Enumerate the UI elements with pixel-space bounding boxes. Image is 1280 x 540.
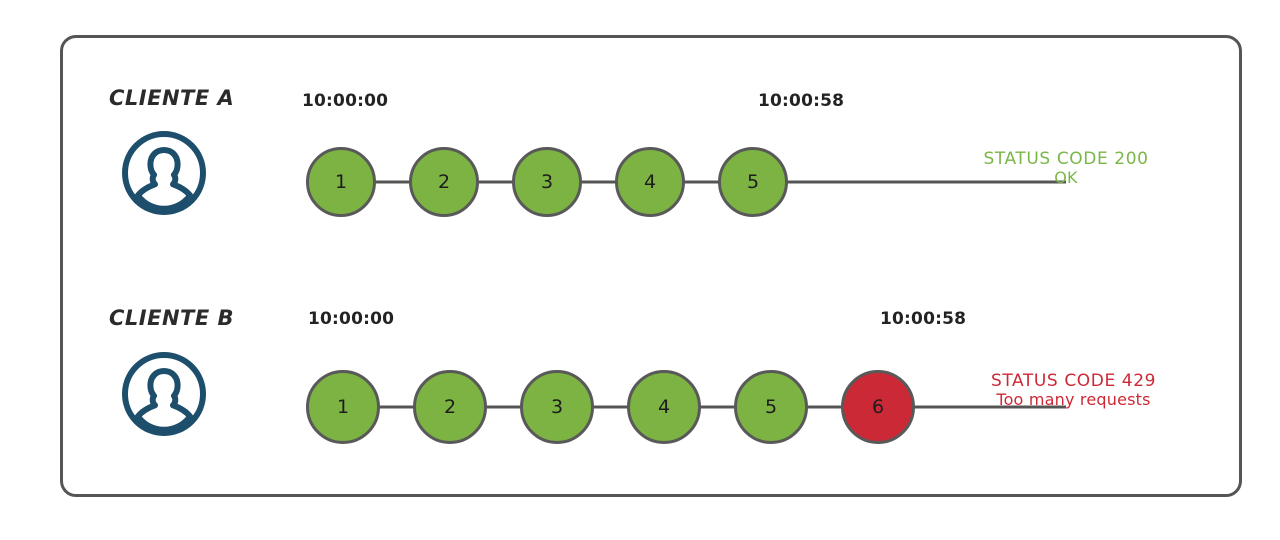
request-node-b-2[interactable]: 2 bbox=[413, 370, 487, 444]
status-detail-b: Too many requests bbox=[996, 390, 1151, 410]
client-label-b: CLIENTE B bbox=[109, 306, 235, 330]
request-chain-b: 1 2 3 4 5 6 bbox=[306, 370, 1086, 444]
timestamp-b-start: 10:00:00 bbox=[308, 309, 395, 329]
request-chain-a: 1 2 3 4 5 bbox=[306, 147, 1066, 217]
request-node-b-3[interactable]: 3 bbox=[520, 370, 594, 444]
status-message-a: STATUS CODE 200 OK bbox=[971, 149, 1161, 188]
request-node-b-4[interactable]: 4 bbox=[627, 370, 701, 444]
request-node-a-3[interactable]: 3 bbox=[512, 147, 582, 217]
status-detail-a: OK bbox=[1054, 168, 1078, 188]
request-node-a-1[interactable]: 1 bbox=[306, 147, 376, 217]
timestamp-a-start: 10:00:00 bbox=[302, 91, 389, 111]
chain-line-b bbox=[343, 405, 1066, 409]
request-node-a-5[interactable]: 5 bbox=[718, 147, 788, 217]
request-node-b-1[interactable]: 1 bbox=[306, 370, 380, 444]
request-node-a-4[interactable]: 4 bbox=[615, 147, 685, 217]
status-code-b: STATUS CODE 429 bbox=[990, 371, 1157, 391]
timestamp-a-end: 10:00:58 bbox=[758, 91, 845, 111]
request-node-b-6[interactable]: 6 bbox=[841, 370, 915, 444]
timestamp-b-end: 10:00:58 bbox=[880, 309, 967, 329]
chain-line-a bbox=[341, 180, 1066, 184]
request-node-b-5[interactable]: 5 bbox=[734, 370, 808, 444]
status-code-a: STATUS CODE 200 bbox=[983, 149, 1149, 169]
diagram-panel: CLIENTE A 10:00:00 10:00:58 1 2 3 4 5 ST… bbox=[60, 35, 1242, 497]
client-label-a: CLIENTE A bbox=[109, 86, 235, 110]
user-avatar-icon bbox=[121, 351, 207, 437]
status-message-b: STATUS CODE 429 Too many requests bbox=[971, 371, 1176, 410]
request-node-a-2[interactable]: 2 bbox=[409, 147, 479, 217]
user-avatar-icon bbox=[121, 130, 207, 216]
